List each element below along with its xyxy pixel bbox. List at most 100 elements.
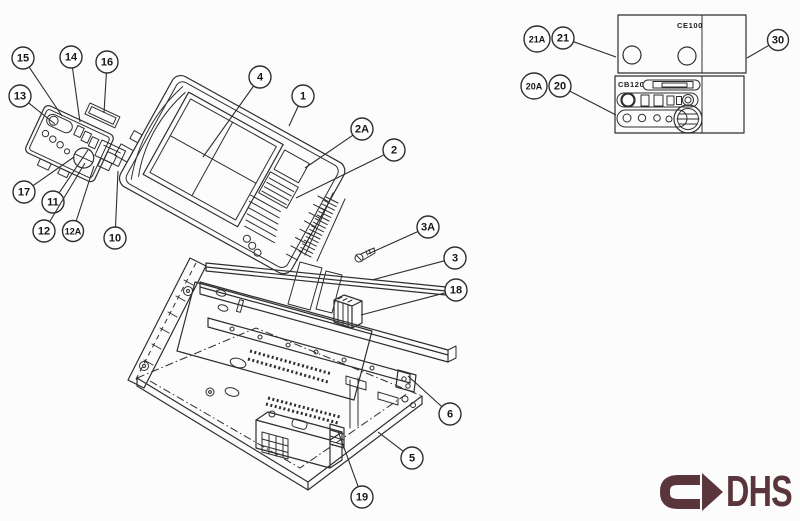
callout-circle-20A [520, 72, 548, 100]
callout-12: 12 [32, 219, 56, 243]
dhs-logo: DHS [660, 467, 793, 516]
left-plate-screw [139, 361, 149, 371]
callout-label-15: 15 [17, 53, 29, 65]
callout-20: 20 [548, 74, 572, 98]
vent-slats-hatch [298, 196, 339, 258]
panel-cb120: CB120 [614, 75, 745, 134]
panel-side-tab [103, 151, 118, 165]
callout-circle-10 [103, 226, 127, 250]
bracket-rail-flange [395, 369, 417, 393]
left-plate-screw-center [186, 289, 190, 293]
leader-line-1 [288, 105, 299, 127]
callout-circle-19 [350, 485, 374, 509]
callout-circle-14 [59, 45, 83, 69]
cb120-lamp [637, 113, 647, 123]
vent-band-edges [304, 192, 346, 262]
callout-11: 11 [41, 190, 65, 214]
callout-circle-1 [291, 84, 315, 108]
adjust-knob [73, 147, 95, 169]
side-screw [401, 395, 409, 403]
callout-label-13: 13 [14, 91, 26, 103]
callout-circle-3A [416, 215, 440, 239]
part-10-bracket-line [103, 144, 121, 154]
panel-bottom-tab [57, 167, 70, 179]
callout-label-11: 11 [47, 197, 59, 209]
top-cover-drawing [114, 74, 346, 275]
keyboard-panel-inner [29, 109, 110, 179]
louver-lines [261, 177, 295, 206]
callout-label-6: 6 [447, 409, 453, 421]
keyboard-assembly-drawing [25, 105, 118, 183]
leader-line-15 [28, 66, 63, 117]
callout-label-3A: 3A [421, 222, 435, 234]
ce100-outline [617, 14, 747, 74]
side-small-part [377, 391, 399, 406]
callout-label-30: 30 [772, 35, 784, 47]
callout-13: 13 [8, 84, 32, 108]
cb120-knob [620, 92, 636, 108]
leader-line-20 [569, 90, 617, 116]
callout-label-5: 5 [409, 453, 415, 465]
oval-slot-roller [48, 115, 59, 126]
transformer-box [255, 411, 343, 469]
callout-1: 1 [291, 84, 315, 108]
mid-plate-hole [217, 304, 229, 312]
left-plate-centerline [133, 262, 197, 384]
left-plate-drawing [127, 257, 207, 389]
callout-20A: 20A [520, 72, 548, 100]
key-button [80, 130, 93, 144]
connector-18-body [333, 294, 363, 329]
callout-label-3: 3 [452, 253, 458, 265]
callout-label-12A: 12A [65, 227, 82, 237]
callout-circle-21 [551, 26, 575, 50]
key-slat-lines [244, 194, 281, 244]
cb120-button [666, 95, 675, 106]
leader-line-16 [103, 72, 107, 114]
pane-2-louver [258, 171, 299, 209]
base-foot-screw [205, 387, 215, 397]
callout-circle-16 [95, 50, 119, 74]
callout-label-2A: 2A [355, 124, 369, 136]
cb120-label: CB120 [618, 80, 644, 89]
cb120-lamp-row-slot [616, 109, 688, 128]
cover-hinge-tab [129, 130, 143, 144]
arrow-right-icon-head [702, 473, 723, 511]
part-10-bracket-drawing [94, 139, 127, 172]
leader-line-12A [75, 165, 95, 222]
callout-label-17: 17 [18, 187, 30, 199]
adjust-knob-slot [75, 153, 93, 163]
key-button [73, 124, 85, 139]
screw-head [354, 253, 364, 263]
ce100-label: CE100 [677, 21, 703, 30]
callout-label-1: 1 [300, 91, 306, 103]
callout-2: 2 [382, 138, 406, 162]
callout-circle-4 [248, 65, 272, 89]
leader-line-30 [746, 44, 770, 59]
cb120-dial [673, 104, 703, 134]
callout-14: 14 [59, 45, 83, 69]
callout-3: 3 [443, 246, 467, 270]
leader-line-19 [337, 430, 359, 487]
panel-hole [49, 135, 57, 143]
callout-19: 19 [350, 485, 374, 509]
part-10-bracket-tab [97, 157, 113, 172]
bracket-rail-holes [229, 326, 375, 371]
leader-line-5 [377, 431, 404, 452]
panel-ce100: CE100 [617, 14, 747, 74]
callout-circle-15 [11, 46, 35, 70]
cover-side-vents [286, 192, 346, 262]
callout-circle-20 [548, 74, 572, 98]
leader-line-21 [573, 41, 617, 58]
indicator-hole [242, 234, 251, 243]
callout-circle-30 [766, 28, 790, 52]
panel-hole [63, 148, 70, 155]
callout-circle-5 [400, 446, 424, 470]
leader-line-12 [49, 162, 86, 222]
pcb-pin-header [265, 402, 339, 425]
pane-2a [273, 149, 310, 184]
base-chassis-drawing [136, 327, 423, 491]
leader-line-18 [360, 292, 446, 316]
callout-15: 15 [11, 46, 35, 70]
leader-line-6 [407, 375, 443, 408]
